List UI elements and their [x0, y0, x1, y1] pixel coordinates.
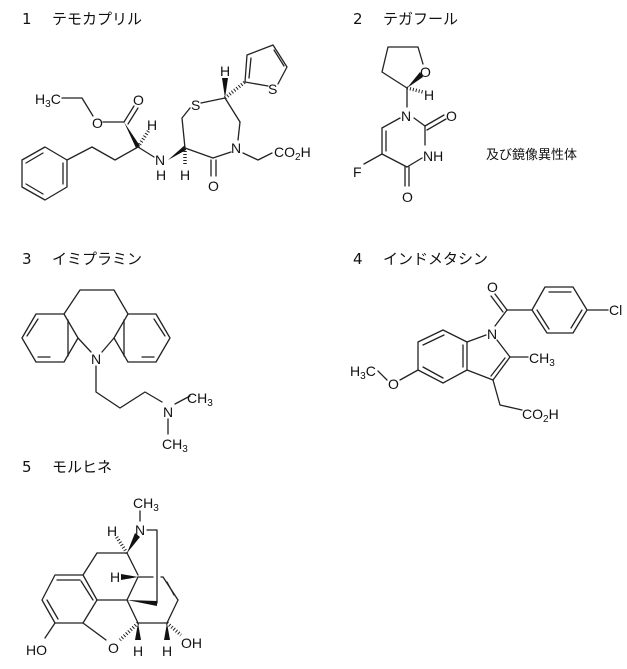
compound-2-tegafur: 2 テガフール O H N O NH F O 及び鏡像異性体 — [353, 10, 577, 205]
label-o-thf: O — [420, 64, 431, 80]
label-h5: H — [133, 643, 143, 659]
label-o-carbonyl: O — [487, 279, 498, 295]
label-co2h: CO2H — [274, 144, 311, 163]
compound-5-number: 5 — [22, 458, 32, 476]
label-n-ring: N — [91, 351, 101, 367]
compound-5-morphine: 5 モルヒネ — [22, 458, 202, 659]
label-h14: H — [110, 569, 120, 585]
label-f: F — [353, 164, 362, 180]
compound-2-bonds — [363, 46, 447, 187]
label-n: N — [135, 522, 145, 538]
label-o4: O — [402, 189, 413, 205]
label-ch3-a: CH3 — [187, 390, 213, 409]
compound-4-bonds — [377, 286, 609, 411]
compound-2-number: 2 — [353, 10, 363, 28]
compound-5-name: モルヒネ — [52, 458, 112, 476]
label-n-amine: N — [163, 404, 173, 420]
label-cl: Cl — [609, 302, 622, 318]
label-n-ring: N — [231, 140, 241, 156]
label-o-ether: O — [388, 376, 399, 392]
label-ch3: CH3 — [133, 495, 159, 514]
compound-4-name: インドメタシン — [383, 250, 488, 268]
label-ho: HO — [26, 642, 47, 658]
compound-1-name: テモカプリル — [52, 10, 142, 28]
compound-2-name: テガフール — [383, 10, 458, 28]
label-h-alpha: H — [147, 117, 157, 133]
label-ch3: CH3 — [529, 350, 555, 369]
label-h-c2: H — [220, 63, 230, 79]
label-oh: OH — [181, 635, 202, 651]
compound-1-bonds — [21, 44, 288, 201]
compound-4-indometacin: 4 インドメタシン O N Cl — [350, 250, 622, 425]
compound-3-name: イミプラミン — [52, 250, 142, 268]
label-o-carbonyl: O — [133, 92, 144, 108]
label-h3c: H3C — [35, 91, 61, 110]
label-nh: NH — [423, 148, 443, 164]
label-h6: H — [162, 643, 172, 659]
label-n: N — [487, 326, 497, 342]
label-o-bridge: O — [108, 640, 119, 656]
enantiomer-note: 及び鏡像異性体 — [486, 148, 577, 163]
compound-3-number: 3 — [22, 250, 32, 268]
label-h-ring: H — [180, 167, 190, 183]
compound-4-number: 4 — [353, 250, 363, 268]
label-s-thiophene: S — [268, 81, 277, 97]
compound-3-imipramine: 3 イミプラミン N N CH3 CH3 — [21, 250, 213, 455]
label-h: H — [424, 87, 434, 103]
compound-3-bonds — [21, 289, 191, 435]
label-h3c: H3C — [350, 363, 376, 382]
label-o-lactam: O — [208, 178, 219, 194]
label-n1: N — [401, 108, 411, 124]
label-co2h: CO2H — [522, 406, 559, 425]
label-o-ester: O — [92, 115, 103, 131]
compound-5-bonds — [41, 510, 183, 642]
label-h9: H — [107, 523, 117, 539]
label-ch3-b: CH3 — [162, 436, 188, 455]
label-nh-h: H — [156, 167, 166, 183]
label-n: N — [155, 152, 165, 168]
label-s-ring: S — [191, 97, 200, 113]
compound-1-number: 1 — [22, 10, 32, 28]
compound-1-temocapril: 1 テモカプリル — [21, 10, 311, 201]
label-o2: O — [446, 108, 457, 124]
